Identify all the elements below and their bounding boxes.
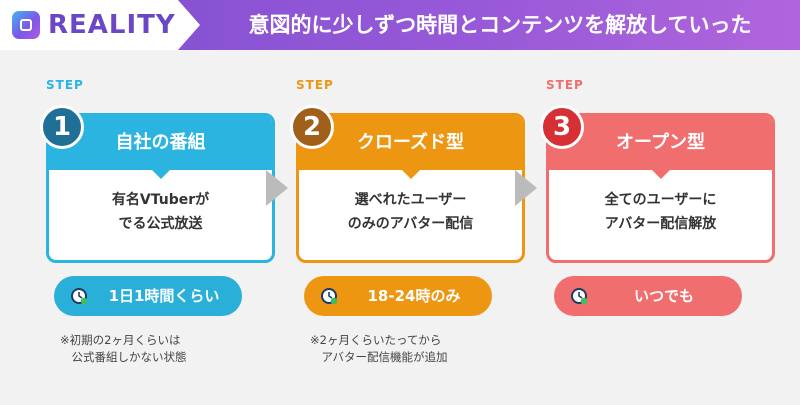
step-card: クローズド型 選べれたユーザー のみのアバター配信 <box>296 113 525 263</box>
time-label: いつでも <box>633 287 694 305</box>
step-card: オープン型 全てのユーザーに アバター配信解放 <box>546 113 775 263</box>
clock-icon <box>571 288 588 305</box>
step-label: STEP <box>546 78 584 92</box>
time-label: 1日1時間くらい <box>108 287 220 305</box>
step-note: ※初期の2ヶ月くらいは 公式番組しかない状態 <box>60 333 187 364</box>
clock-icon <box>71 288 88 305</box>
step-description-line: 有名VTuberが <box>111 192 210 208</box>
arrow-right-icon <box>515 170 537 206</box>
step-number-badge: 1 <box>40 105 84 149</box>
brand-name: REALITY <box>48 10 176 40</box>
step-description-line: のみのアバター配信 <box>347 216 474 232</box>
time-pill: 1日1時間くらい <box>54 276 242 316</box>
step-label: STEP <box>46 78 84 92</box>
step-title: 自社の番組 <box>49 116 272 179</box>
step-label: STEP <box>296 78 334 92</box>
step-description: 選べれたユーザー のみのアバター配信 <box>299 170 522 236</box>
step-number-badge: 2 <box>290 105 334 149</box>
time-label: 18-24時のみ <box>367 287 461 305</box>
header-banner: REALITY 意図的に少しずつ時間とコンテンツを解放していった <box>0 0 800 50</box>
step-note: ※2ヶ月くらいたってから アバター配信機能が追加 <box>310 333 448 364</box>
arrow-right-icon <box>266 170 288 206</box>
time-pill: 18-24時のみ <box>304 276 492 316</box>
step-number-badge: 3 <box>540 105 584 149</box>
step-description-line: アバター配信解放 <box>604 216 717 232</box>
step-description-line: 全てのユーザーに <box>604 192 717 208</box>
step-description: 全てのユーザーに アバター配信解放 <box>549 170 772 236</box>
brand-area: REALITY <box>0 0 200 50</box>
clock-icon <box>321 288 338 305</box>
step-description-line: でる公式放送 <box>118 216 203 232</box>
step-description-line: 選べれたユーザー <box>354 192 467 208</box>
step-title: クローズド型 <box>299 116 522 179</box>
time-pill: いつでも <box>554 276 742 316</box>
step-title: オープン型 <box>549 116 772 179</box>
reality-logo-icon <box>12 11 40 39</box>
page-title: 意図的に少しずつ時間とコンテンツを解放していった <box>248 13 752 37</box>
step-description: 有名VTuberが でる公式放送 <box>49 170 272 236</box>
